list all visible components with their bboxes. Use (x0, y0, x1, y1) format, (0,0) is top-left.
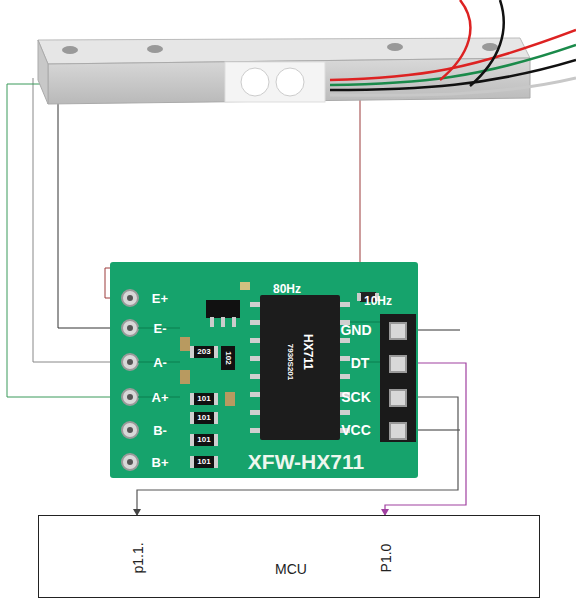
gauge-hole (276, 68, 304, 96)
board-label: VCC (341, 423, 371, 437)
red-wire (330, 30, 576, 80)
mcu-box: p1.1. MCU P1.0 (38, 515, 540, 598)
load-cell-front (48, 58, 530, 104)
node-text: MCU (275, 561, 307, 577)
board-label: HX711 (302, 334, 314, 370)
strain-gauge-tape (225, 62, 325, 102)
mount-hole (387, 43, 403, 51)
a-minus-wire (33, 78, 122, 362)
green-wire (330, 45, 576, 85)
board-label: A- (153, 356, 167, 369)
board-label: 101 (197, 395, 210, 403)
board-label: 80Hz (273, 283, 301, 295)
board-label: GND (340, 323, 371, 337)
node-text: p1.1. (130, 542, 146, 573)
board-label: B- (153, 424, 167, 437)
node-text: XFW-HX711 (248, 450, 364, 474)
gauge-hole (241, 68, 269, 96)
board-label: 203 (197, 348, 210, 356)
mount-hole (147, 45, 163, 53)
board-label: E+ (152, 292, 168, 305)
board-label: DT (351, 356, 370, 370)
white-wire (330, 78, 576, 95)
vcc-wire (418, 430, 460, 431)
mount-hole (482, 43, 498, 51)
red-wire (440, 0, 470, 80)
board-label: 101 (197, 458, 210, 466)
board-label: 101 (197, 414, 210, 422)
board-label: 102 (224, 351, 232, 364)
board-label: B+ (152, 456, 169, 469)
board-label: SCK (341, 390, 371, 404)
board-label: 101 (197, 436, 210, 444)
board-label: 7930S201 (286, 344, 294, 380)
mount-hole (62, 46, 78, 54)
board-label: 10Hz (364, 295, 392, 307)
board-label: E- (154, 322, 167, 335)
board-label: A+ (152, 391, 169, 404)
load-cell-end (38, 40, 48, 104)
node-text: P1.0 (378, 544, 394, 573)
gnd-wire (418, 330, 460, 331)
black-wire (470, 0, 504, 86)
